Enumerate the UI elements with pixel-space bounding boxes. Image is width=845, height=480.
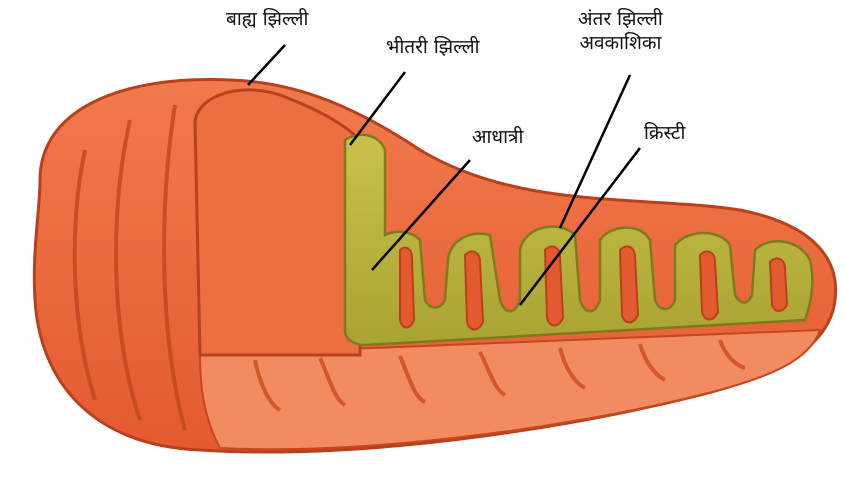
label-matrix: आधात्री <box>472 126 523 150</box>
label-outer-membrane: बाह्य झिल्ली <box>226 8 308 32</box>
label-inner-membrane: भीतरी झिल्ली <box>386 36 480 60</box>
inner-membrane-edge <box>195 90 360 355</box>
label-intermembrane-space: अंतर झिल्ली अवकाशिका <box>578 8 663 56</box>
leader-outer-membrane <box>248 45 285 85</box>
label-cristae: क्रिस्टी <box>644 122 685 146</box>
label-intermembrane-line2: अवकाशिका <box>578 32 663 56</box>
label-intermembrane-line1: अंतर झिल्ली <box>578 8 663 32</box>
